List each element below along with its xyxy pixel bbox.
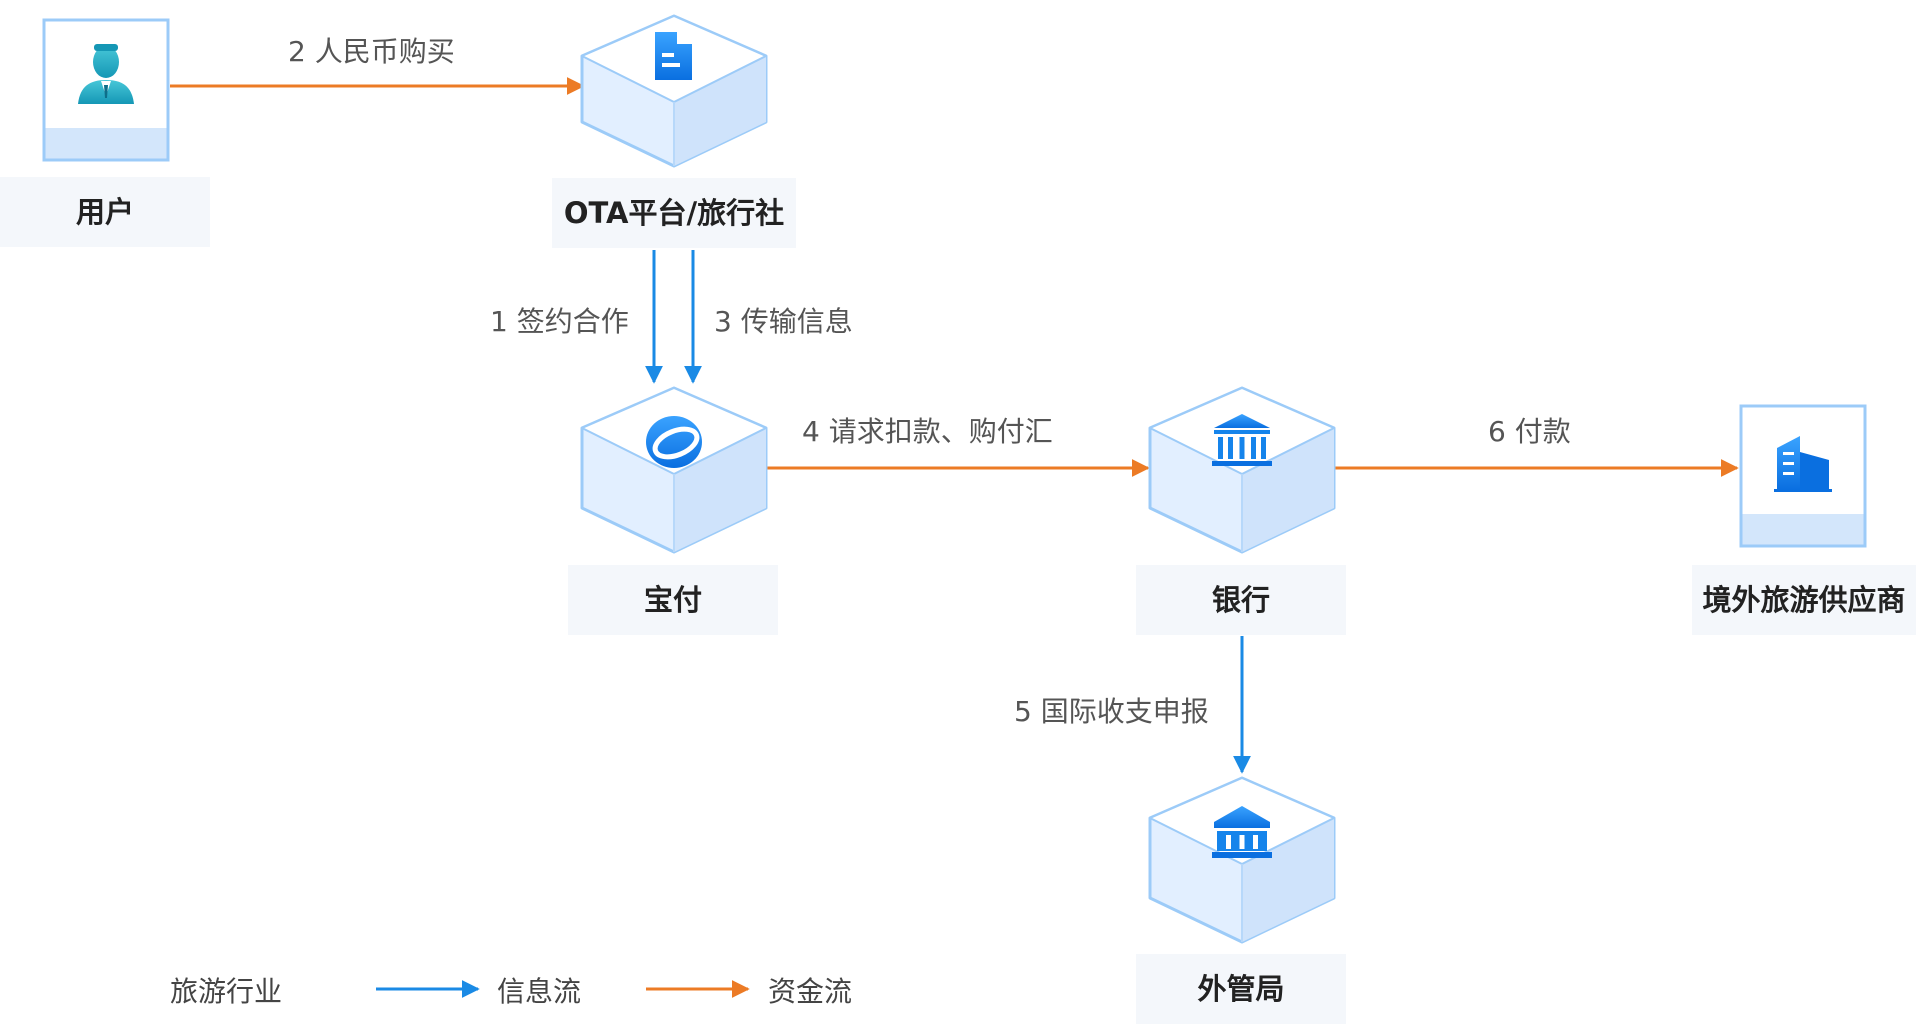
node-label-user: 用户 <box>0 177 210 247</box>
flow-label-4: 4 请求扣款、购付汇 <box>802 415 1053 448</box>
legend-title: 旅游行业 <box>170 975 283 1008</box>
flow-label-3: 3 传输信息 <box>714 305 853 338</box>
supplier-card <box>1739 404 1867 548</box>
node-label-baofu: 宝付 <box>568 565 778 635</box>
government-icon <box>1212 806 1272 858</box>
flow-label-6: 6 付款 <box>1488 415 1571 448</box>
bank-icon <box>1212 414 1272 466</box>
node-label-supplier: 境外旅游供应商 <box>1692 565 1916 635</box>
legend-fund-label: 资金流 <box>768 975 853 1008</box>
flow-label-5: 5 国际收支申报 <box>1014 695 1209 728</box>
node-label-ota: OTA平台/旅行社 <box>552 178 796 248</box>
ota-cube <box>580 14 768 168</box>
safe-cube <box>1148 776 1336 944</box>
node-label-bank: 银行 <box>1136 565 1346 635</box>
office-building-icon <box>1774 436 1832 492</box>
flow-label-1: 1 签约合作 <box>490 305 629 338</box>
building-icon <box>655 32 692 80</box>
user-card <box>42 18 170 162</box>
baofu-logo-icon <box>646 416 702 468</box>
flow-label-2: 2 人民币购买 <box>288 35 455 68</box>
user-icon <box>78 44 134 104</box>
flow-lines <box>170 77 1739 774</box>
legend-info-label: 信息流 <box>497 975 582 1008</box>
baofu-cube <box>580 386 768 554</box>
bank-cube <box>1148 386 1336 554</box>
node-label-safe: 外管局 <box>1136 954 1346 1024</box>
